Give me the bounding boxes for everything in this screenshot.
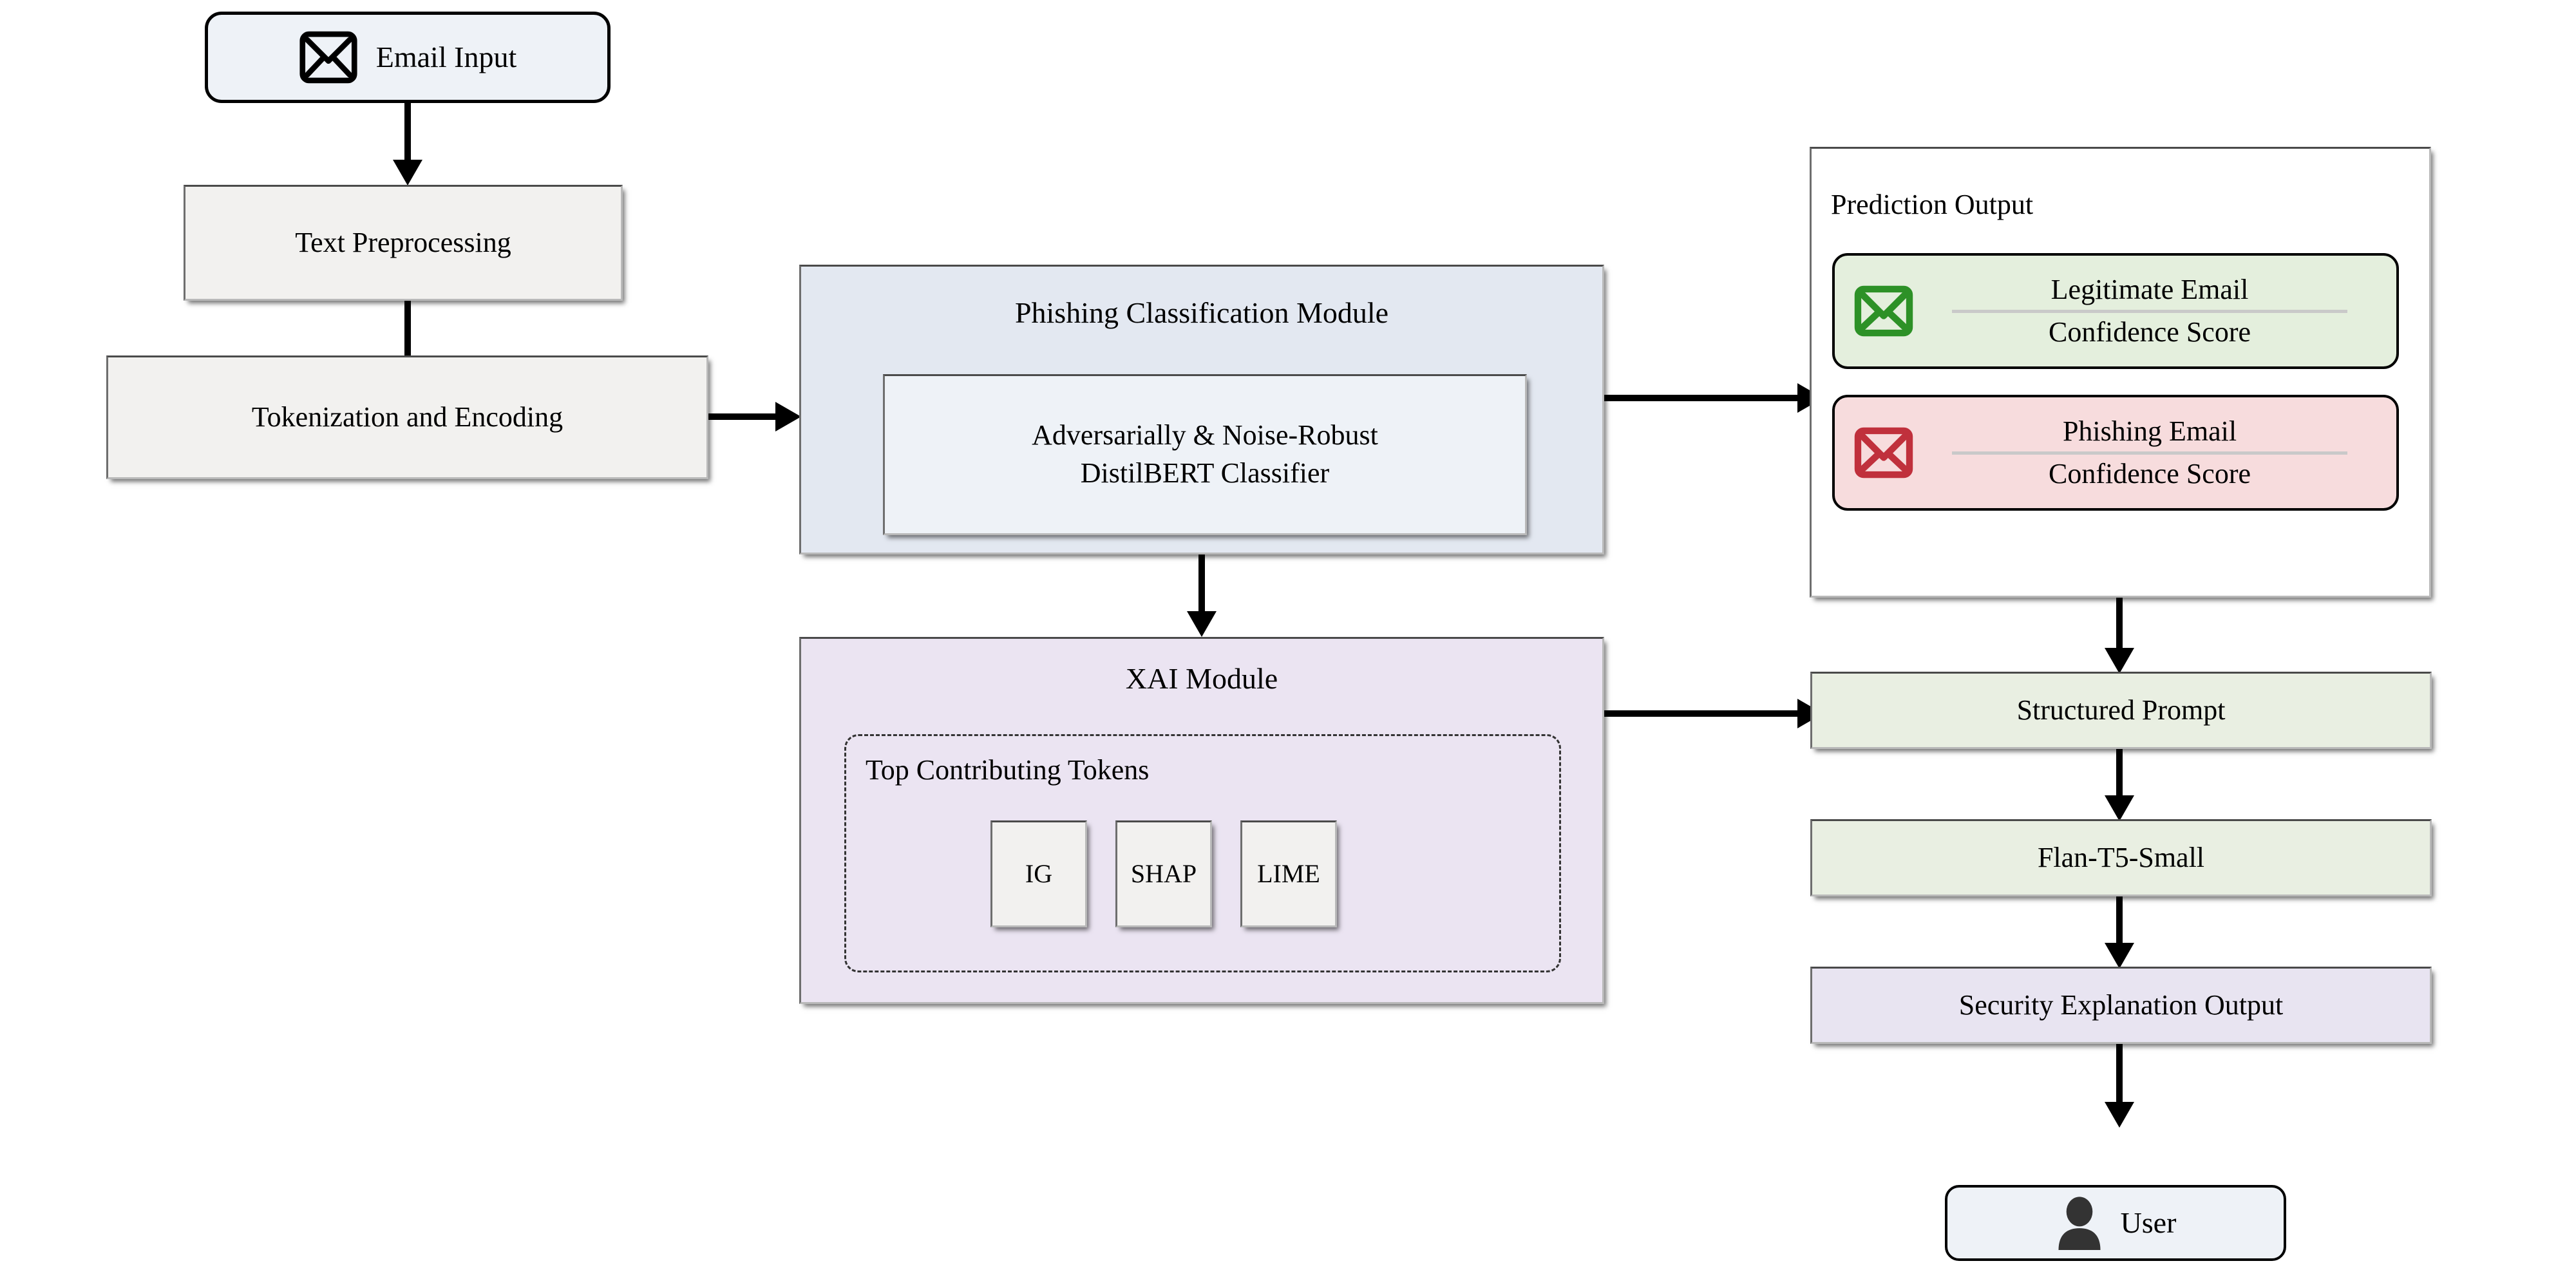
xai-method-lime[interactable]: LIME bbox=[1240, 820, 1337, 927]
prediction-output-panel[interactable]: Prediction Output Legitimate Email Confi… bbox=[1810, 147, 2431, 598]
xai-module[interactable]: XAI Module Top Contributing Tokens IG SH… bbox=[799, 637, 1604, 1004]
arrow-classifier-to-xai bbox=[1187, 554, 1217, 637]
text-preprocessing-label: Text Preprocessing bbox=[295, 226, 511, 258]
classification-module-title: Phishing Classification Module bbox=[1014, 296, 1389, 329]
structured-prompt-node[interactable]: Structured Prompt bbox=[1810, 672, 2432, 749]
arrow-xai-to-structured-prompt bbox=[1604, 699, 1823, 728]
tokenization-node[interactable]: Tokenization and Encoding bbox=[106, 355, 708, 479]
xai-module-title: XAI Module bbox=[1125, 662, 1278, 695]
prediction-card-phishing[interactable]: Phishing Email Confidence Score bbox=[1832, 395, 2399, 511]
xai-method-shap[interactable]: SHAP bbox=[1115, 820, 1212, 927]
user-label: User bbox=[2120, 1206, 2177, 1239]
flan-t5-node[interactable]: Flan-T5-Small bbox=[1810, 819, 2432, 896]
prediction-card-texts: Legitimate Email Confidence Score bbox=[1916, 274, 2396, 348]
user-content: User bbox=[2055, 1196, 2177, 1250]
email-input-node[interactable]: Email Input bbox=[205, 12, 611, 103]
flan-t5-label: Flan-T5-Small bbox=[2037, 841, 2205, 873]
phishing-classification-module[interactable]: Phishing Classification Module Adversari… bbox=[799, 265, 1604, 554]
xai-method-ig[interactable]: IG bbox=[990, 820, 1087, 927]
top-contributing-tokens-label: Top Contributing Tokens bbox=[866, 754, 1150, 786]
envelope-icon bbox=[1854, 285, 1913, 337]
divider bbox=[1951, 309, 2348, 313]
arrow-flan-to-security-output bbox=[2105, 896, 2134, 969]
distilbert-classifier-node[interactable]: Adversarially & Noise-Robust DistilBERT … bbox=[883, 374, 1527, 535]
arrow-security-output-to-user bbox=[2105, 1044, 2134, 1128]
text-preprocessing-node[interactable]: Text Preprocessing bbox=[184, 185, 623, 301]
email-input-label: Email Input bbox=[375, 40, 517, 73]
arrow-tokenization-to-classifier bbox=[708, 402, 801, 431]
user-node[interactable]: User bbox=[1945, 1185, 2286, 1261]
arrow-prediction-to-structured-prompt bbox=[2105, 598, 2134, 674]
prediction-card-confidence: Confidence Score bbox=[2049, 316, 2251, 348]
prediction-output-title: Prediction Output bbox=[1831, 189, 2034, 220]
xai-method-label: SHAP bbox=[1130, 859, 1197, 888]
security-explanation-output-node[interactable]: Security Explanation Output bbox=[1810, 967, 2432, 1044]
structured-prompt-label: Structured Prompt bbox=[2016, 694, 2226, 726]
arrow-structured-prompt-to-flan bbox=[2105, 749, 2134, 821]
prediction-card-label: Legitimate Email bbox=[2050, 273, 2249, 305]
security-explanation-output-label: Security Explanation Output bbox=[1958, 989, 2284, 1021]
arrow-classifier-to-prediction bbox=[1604, 383, 1823, 413]
prediction-card-confidence: Confidence Score bbox=[2049, 457, 2251, 489]
classifier-line1: Adversarially & Noise-Robust bbox=[1032, 419, 1378, 451]
user-icon bbox=[2058, 1197, 2101, 1250]
prediction-card-texts: Phishing Email Confidence Score bbox=[1916, 415, 2396, 490]
xai-method-label: IG bbox=[1025, 859, 1053, 888]
prediction-card-legitimate[interactable]: Legitimate Email Confidence Score bbox=[1832, 253, 2399, 369]
envelope-icon bbox=[299, 31, 357, 84]
xai-method-label: LIME bbox=[1257, 859, 1320, 888]
arrow-email-to-preprocessing bbox=[393, 103, 422, 185]
divider bbox=[1951, 451, 2348, 455]
prediction-card-label: Phishing Email bbox=[2062, 415, 2237, 447]
top-contributing-tokens-group: Top Contributing Tokens bbox=[844, 734, 1561, 972]
classifier-line2: DistilBERT Classifier bbox=[1080, 457, 1330, 489]
tokenization-label: Tokenization and Encoding bbox=[251, 401, 564, 433]
email-input-content: Email Input bbox=[299, 29, 516, 86]
envelope-icon bbox=[1854, 427, 1913, 478]
